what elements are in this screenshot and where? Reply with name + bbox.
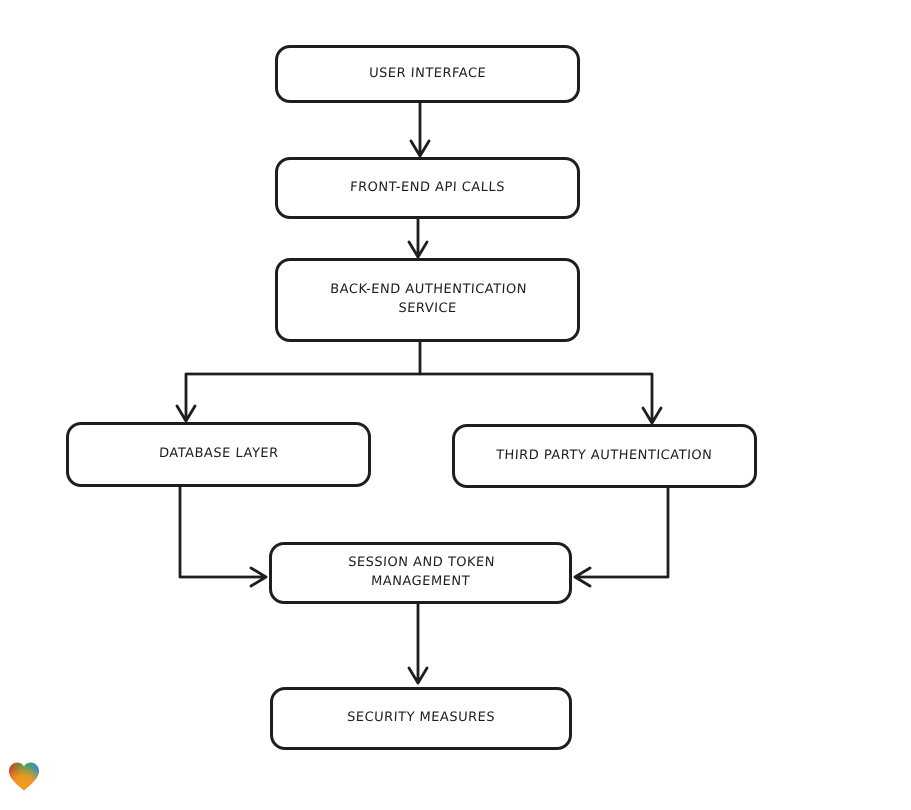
node-database-layer: DATABASE LAYER <box>66 422 371 487</box>
edge-backend-to-thirdparty <box>418 372 663 425</box>
node-label-back-end-authentication-service: BACK-END AUTHENTICATION SERVICE <box>329 282 527 316</box>
node-label-security-measures: SECURITY MEASURES <box>346 710 496 726</box>
node-label-session-and-token-management: SESSION AND TOKEN MANAGEMENT <box>347 555 495 589</box>
node-third-party-authentication: THIRD PARTY AUTHENTICATION <box>452 424 757 488</box>
node-label-database-layer: DATABASE LAYER <box>158 446 279 462</box>
edge-frontend-to-backend <box>407 217 429 259</box>
node-security-measures: SECURITY MEASURES <box>270 687 572 750</box>
node-label-third-party-authentication: THIRD PARTY AUTHENTICATION <box>496 447 714 463</box>
node-back-end-authentication-service: BACK-END AUTHENTICATION SERVICE <box>275 258 580 342</box>
gradient-heart-logo[interactable] <box>8 760 40 793</box>
node-label-front-end-api-calls: FRONT-END API CALLS <box>349 179 506 195</box>
node-user-interface: USER INTERFACE <box>275 45 580 103</box>
edge-database-to-session <box>178 485 268 588</box>
edge-thirdparty-to-session <box>573 486 670 588</box>
edge-session-to-security <box>407 602 429 685</box>
edge-ui-to-frontend <box>409 101 431 158</box>
node-label-user-interface: USER INTERFACE <box>368 65 487 81</box>
edge-backend-to-database <box>175 340 422 423</box>
node-front-end-api-calls: FRONT-END API CALLS <box>275 157 580 219</box>
node-session-and-token-management: SESSION AND TOKEN MANAGEMENT <box>269 542 572 604</box>
